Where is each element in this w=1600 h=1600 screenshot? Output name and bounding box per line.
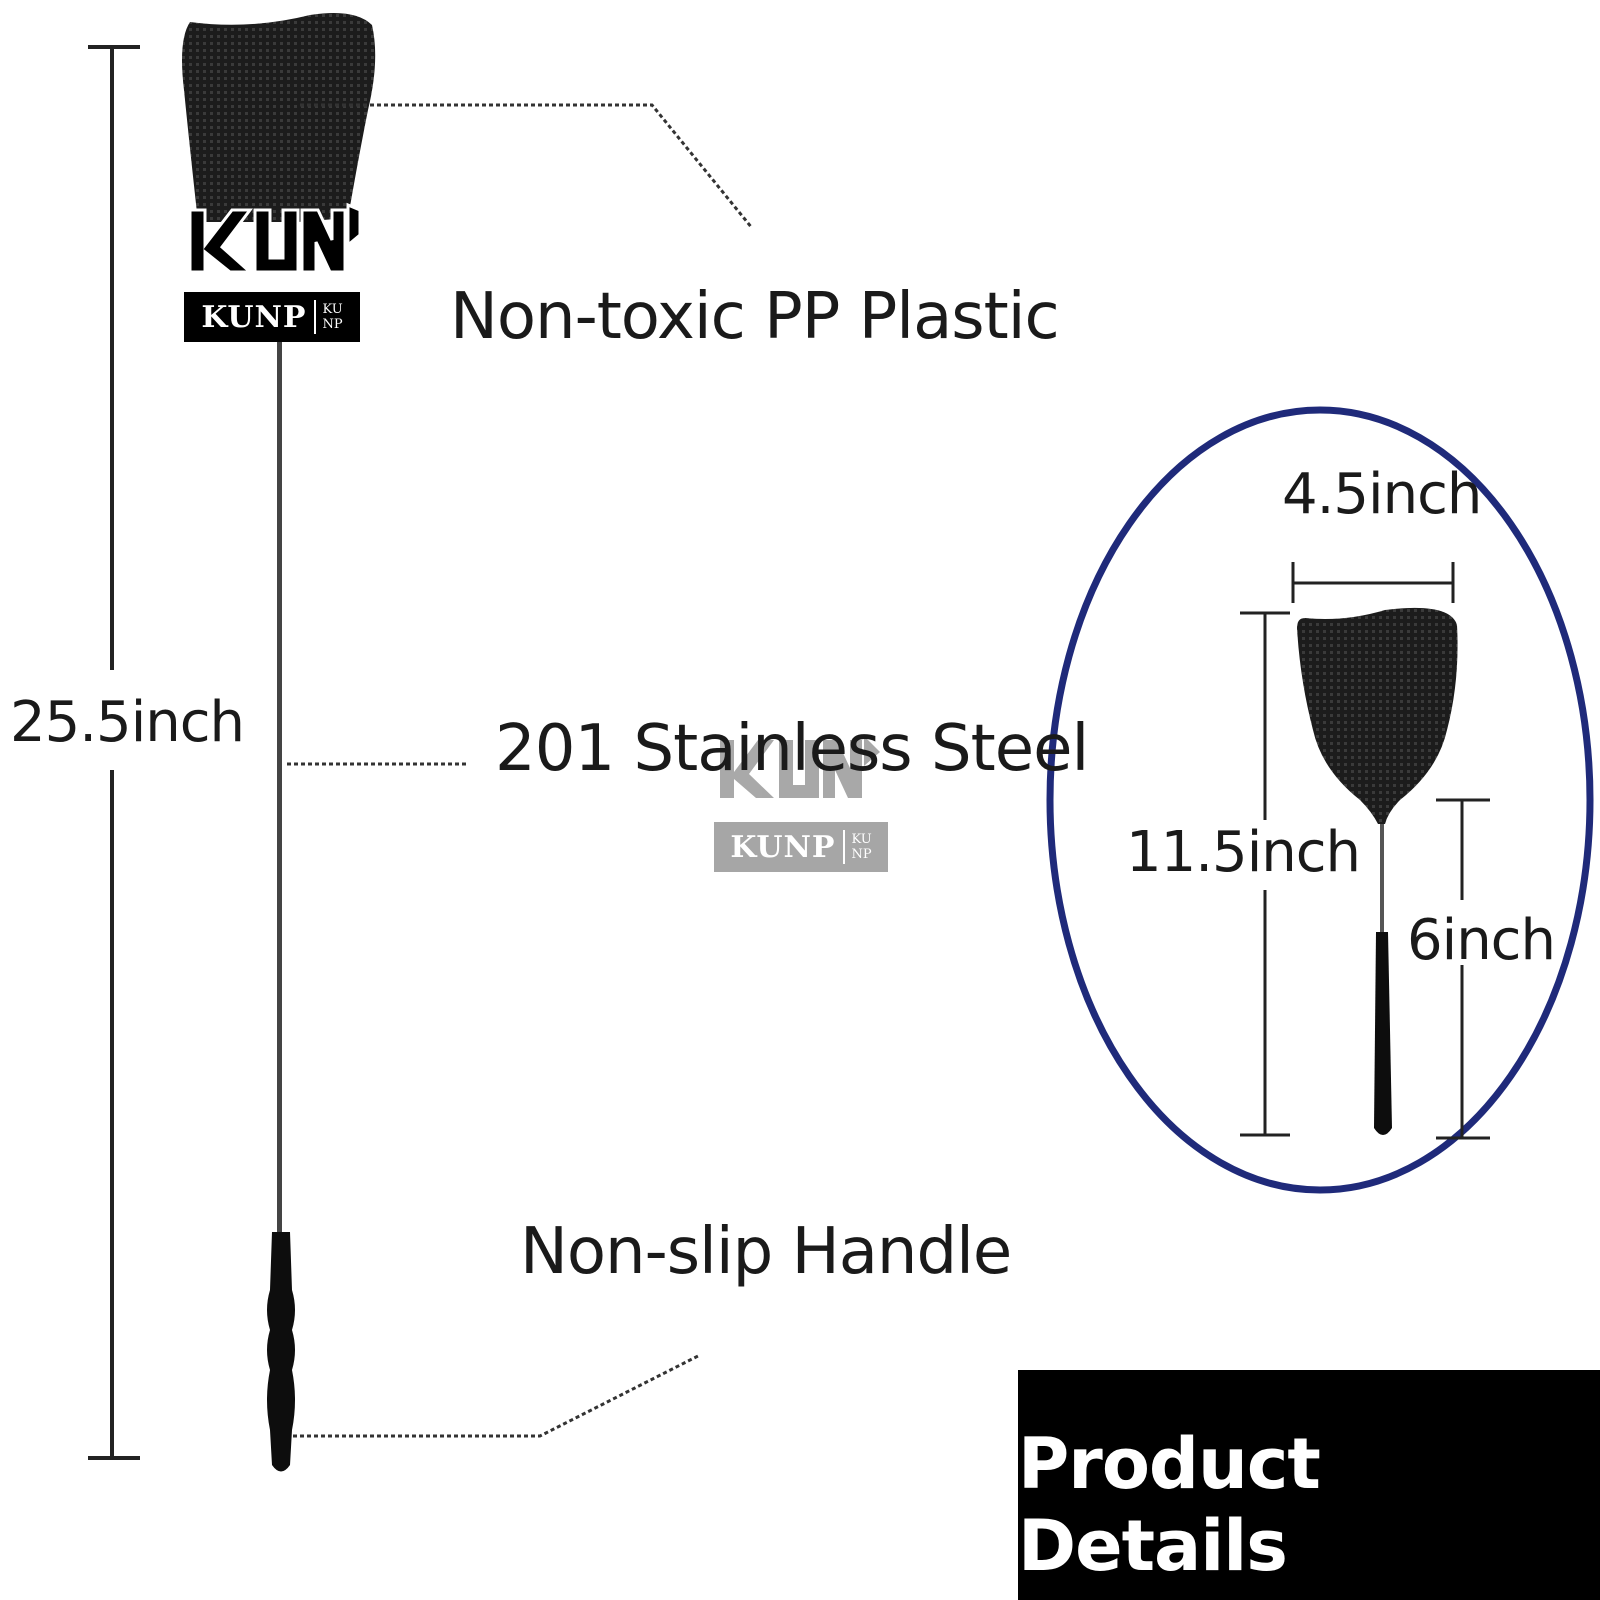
plastic-leader: [300, 103, 754, 229]
label-non-slip-handle: Non-slip Handle: [520, 1215, 1012, 1289]
swatter-shaft: [277, 300, 282, 1240]
watermark-badge: KUNP KU NP: [714, 822, 888, 872]
badge-small-top: KU: [322, 302, 343, 317]
total-length-bracket: [88, 45, 140, 1460]
watermark-main-text: KUNP: [730, 829, 836, 865]
watermark-small-text: KU NP: [851, 832, 871, 862]
product-details-panel: Product Details: [1018, 1370, 1600, 1600]
inset-swatter: [1297, 607, 1458, 1135]
watermark-divider: [843, 830, 846, 864]
badge-small-bottom: NP: [322, 317, 343, 332]
inset-dimension-lines: [1240, 562, 1490, 1140]
watermark-small-bottom: NP: [851, 847, 872, 862]
watermark-small-top: KU: [851, 832, 872, 847]
badge-divider: [314, 300, 317, 334]
label-stainless-steel: 201 Stainless Steel: [495, 712, 1089, 786]
label-handle-length: 6inch: [1407, 908, 1556, 973]
brand-badge: KUNP KU NP: [184, 292, 360, 342]
swatter-head: [182, 12, 376, 223]
inset-circle: [1046, 406, 1594, 1194]
label-head-length: 11.5inch: [1126, 820, 1361, 885]
badge-small-text: KU NP: [322, 302, 342, 332]
label-total-length: 25.5inch: [10, 690, 245, 755]
dimension-inset: [1046, 406, 1594, 1194]
swatter-grip: [267, 1232, 295, 1472]
product-details-title: Product Details: [1018, 1423, 1321, 1587]
badge-main-text: KUNP: [201, 299, 307, 335]
label-head-width: 4.5inch: [1282, 462, 1482, 527]
brand-logo: [188, 202, 362, 274]
handle-leader: [293, 1354, 699, 1438]
callout-lines: [287, 103, 754, 1438]
swatter-main: [182, 12, 376, 1472]
label-pp-plastic: Non-toxic PP Plastic: [450, 280, 1060, 354]
watermark-logo: [720, 736, 880, 798]
